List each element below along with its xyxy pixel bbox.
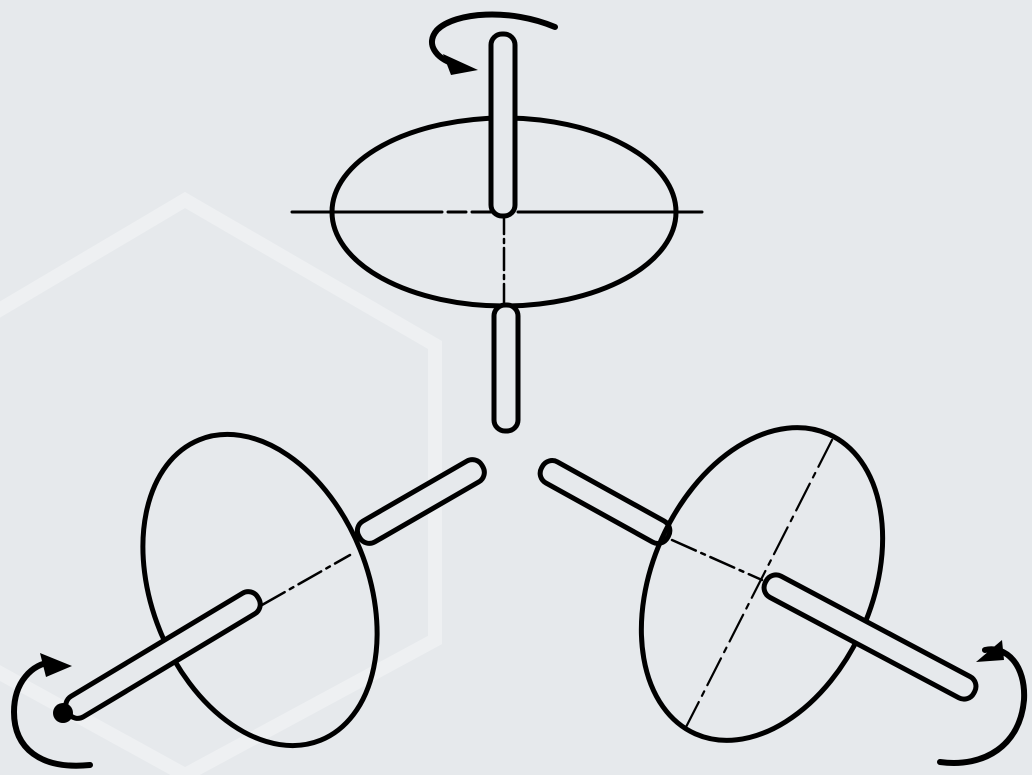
top-disc-lower-axle	[494, 305, 518, 431]
bottom-left-disc-lower-axle	[62, 588, 265, 723]
bottom-left-disc-axle-end	[53, 703, 73, 723]
bottom-right-disc-diameter-line	[682, 440, 832, 735]
bottom-right-disc-lower-axle	[760, 571, 980, 703]
top-disc-rotation-arrowhead-icon	[443, 54, 478, 75]
bottom-right-disc-assembly	[536, 389, 1024, 775]
bottom-right-disc	[595, 389, 929, 775]
top-disc-assembly	[292, 15, 702, 431]
top-disc-upper-axle	[491, 34, 515, 216]
bottom-left-disc-rotation-arrowhead-icon	[40, 653, 72, 677]
bottom-right-disc-upper-axle	[536, 457, 674, 548]
bottom-right-disc-center-line	[672, 540, 762, 580]
bottom-left-disc-center-line	[262, 555, 350, 605]
bottom-left-disc	[99, 399, 421, 775]
bottom-right-disc-rotation-arrowhead-icon	[976, 640, 1004, 662]
bottom-left-disc-assembly	[14, 399, 488, 775]
bottom-left-disc-upper-axle	[353, 456, 488, 548]
